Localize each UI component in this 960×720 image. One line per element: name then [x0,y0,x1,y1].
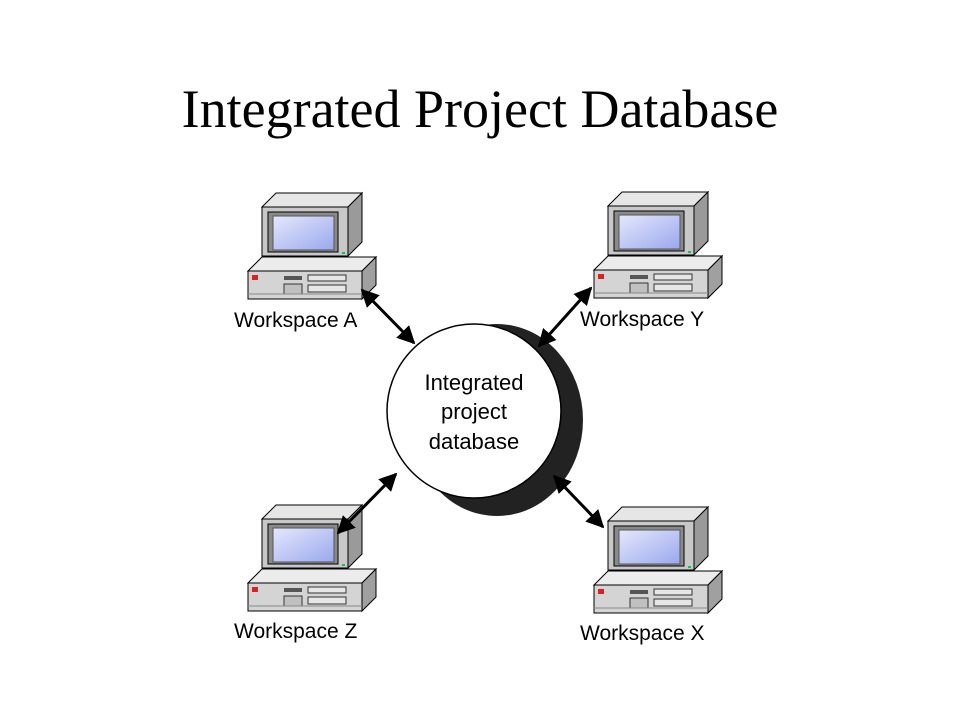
database-label-line-2: project [441,399,507,424]
workspace-z-label: Workspace Z [234,620,357,643]
workspace-x-label: Workspace X [580,622,705,645]
database-circle [386,323,562,499]
arrow-workspace-y [537,286,593,348]
arrow-workspace-a [360,288,416,345]
workspace-y-label: Workspace Y [580,308,704,331]
database-label-line-1: Integrated [424,370,523,395]
page-title: Integrated Project Database [181,79,779,139]
workspace-y: Workspace Y [580,191,723,331]
computer-icon [247,192,377,300]
workspace-a: Workspace A [234,192,377,332]
computer-icon [593,506,723,614]
database-node: Integrated project database [386,323,583,516]
workspace-a-label: Workspace A [234,309,357,332]
arrow-workspace-z [336,472,398,535]
database-label-line-3: database [429,429,520,454]
computer-icon [593,191,723,299]
workspace-x: Workspace X [580,506,723,645]
arrow-workspace-x [552,474,605,529]
workspace-z: Workspace Z [234,504,377,643]
computer-icon [247,504,377,612]
